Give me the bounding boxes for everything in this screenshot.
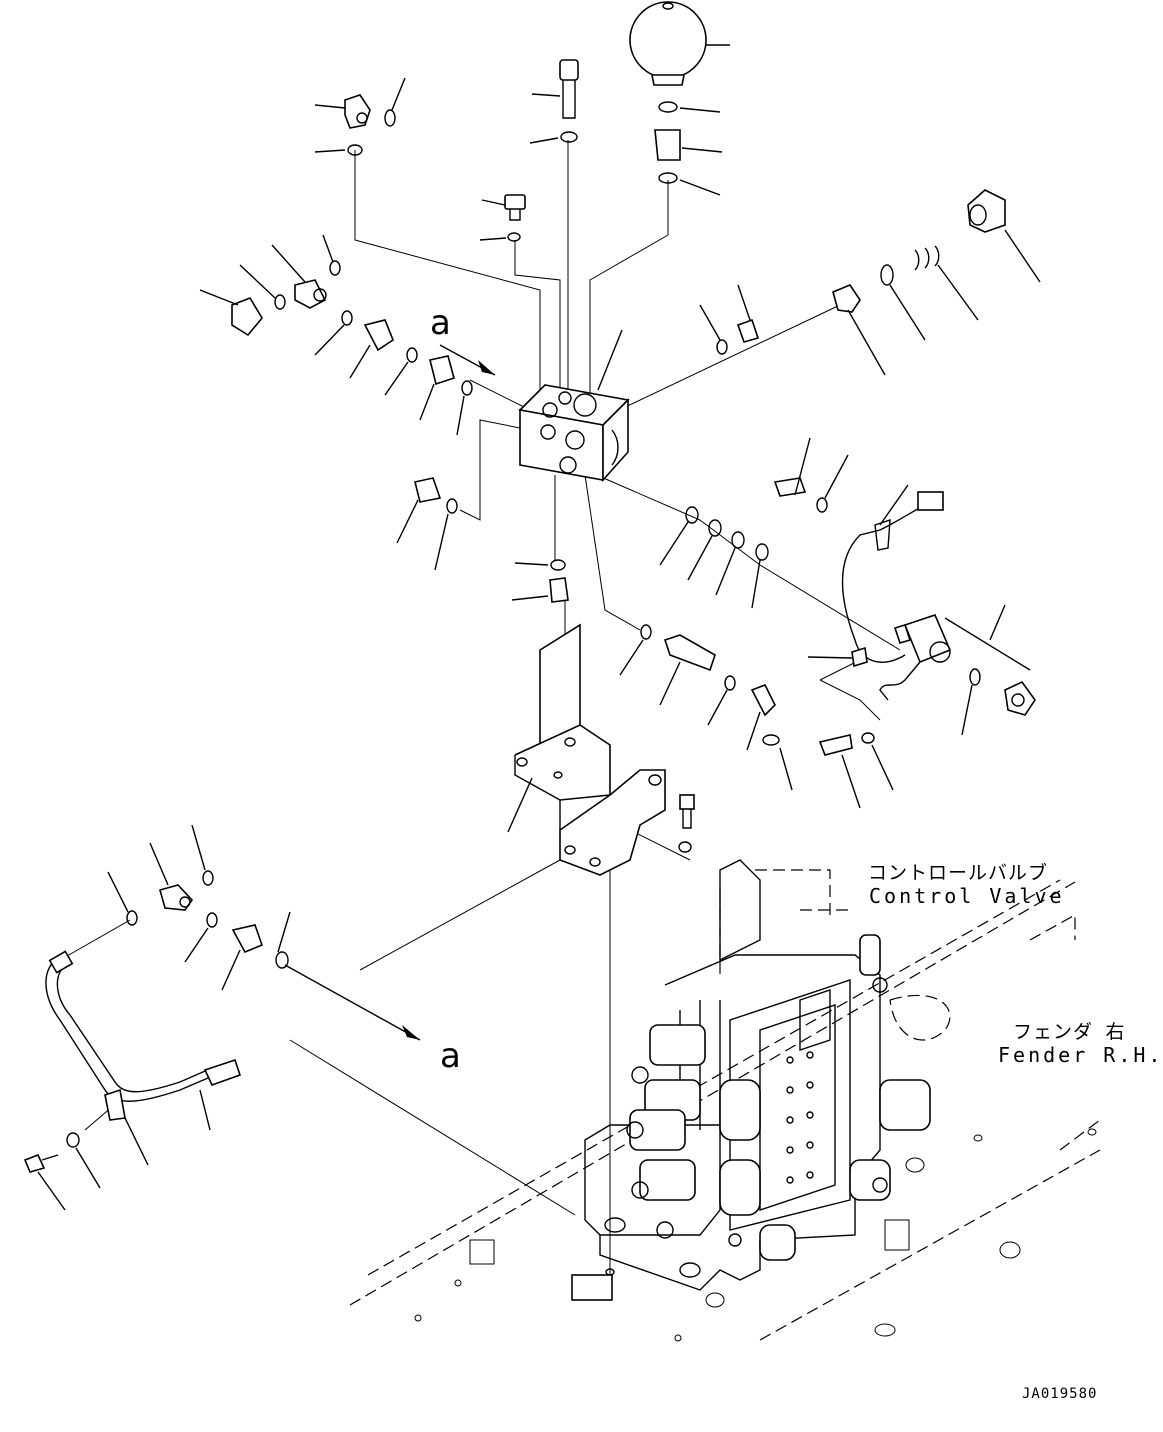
fender-label-en: Fender R.H.	[998, 1043, 1163, 1067]
drawing-number: JA019580	[1022, 1386, 1098, 1402]
view-mark-bottom: a	[440, 1036, 461, 1076]
hose-icon	[23, 824, 291, 1211]
bolt-icon	[479, 59, 579, 242]
arrow-icon	[284, 344, 496, 1041]
control-valve-icon	[571, 859, 931, 1301]
bracket-icon	[507, 623, 695, 876]
fender-icon	[349, 879, 1101, 1342]
valve-block-icon	[518, 384, 630, 483]
right-fittings-icon	[597, 189, 1041, 809]
control-valve-label-jp: コントロールバルブ	[868, 862, 1049, 884]
accumulator-icon	[629, 1, 730, 196]
solenoid-icon	[807, 484, 1036, 736]
fitting-icon	[199, 77, 569, 603]
fender-label-jp: フェンダ 右	[1013, 1021, 1126, 1043]
leader-lines	[59, 140, 901, 1275]
view-mark-top: a	[430, 303, 451, 343]
control-valve-label-en: Control Valve	[869, 884, 1065, 908]
